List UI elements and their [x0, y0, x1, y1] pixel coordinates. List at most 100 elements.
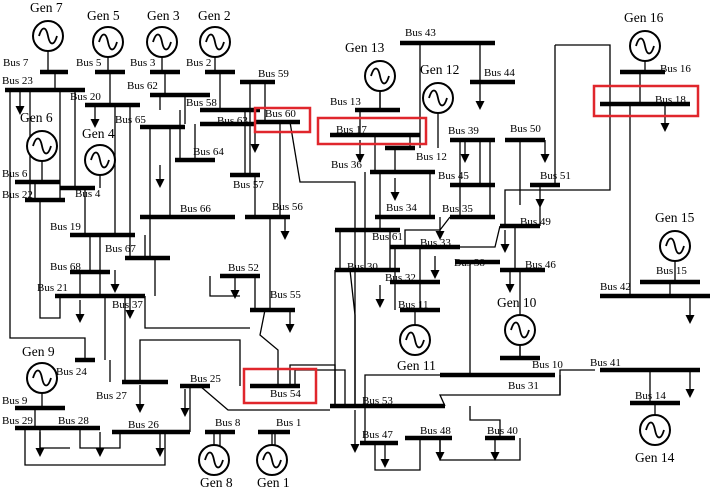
- bus-label-13: Bus 13: [330, 96, 361, 108]
- bus-label-18: Bus 18: [655, 94, 686, 106]
- bus-label-7: Bus 7: [3, 57, 29, 69]
- bus-label-10: Bus 10: [532, 359, 563, 371]
- bus-label-14: Bus 14: [635, 390, 666, 402]
- bus-label-42: Bus 42: [600, 281, 631, 293]
- generator-icon: [92, 26, 124, 72]
- generator-label-10: Gen 10: [497, 295, 537, 310]
- bus-label-47: Bus 47: [362, 429, 393, 441]
- load-arrow-icon: [350, 410, 360, 453]
- line-segment: [404, 216, 451, 247]
- line-segment: [24, 428, 166, 466]
- bus-label-53: Bus 53: [362, 395, 393, 407]
- load-arrow-icon: [285, 310, 295, 333]
- bus-label-34: Bus 34: [386, 202, 417, 214]
- line-segment: [9, 90, 86, 360]
- generator-label-3: Gen 3: [147, 8, 180, 23]
- load-arrow-icon: [250, 130, 260, 153]
- bus-label-59: Bus 59: [258, 68, 289, 80]
- generator-label-5: Gen 5: [87, 8, 120, 23]
- load-arrow-icon: [90, 105, 100, 128]
- line-segment: [294, 369, 346, 406]
- generator-icon: [256, 432, 288, 476]
- bus-label-29: Bus 29: [2, 415, 33, 427]
- load-arrow-icon: [380, 443, 390, 468]
- bus-label-50: Bus 50: [510, 123, 541, 135]
- load-arrow-icon: [430, 256, 440, 279]
- generator-label-12: Gen 12: [420, 62, 459, 77]
- bus-label-32: Bus 32: [385, 272, 416, 284]
- bus-label-5: Bus 5: [76, 57, 102, 69]
- bus-label-21: Bus 21: [37, 282, 68, 294]
- load-arrow-icon: [35, 432, 45, 457]
- bus-label-11: Bus 11: [398, 299, 428, 311]
- generator-icon: [399, 310, 431, 356]
- bus-label-44: Bus 44: [484, 67, 515, 79]
- bus-label-39: Bus 39: [448, 125, 479, 137]
- generator-label-15: Gen 15: [655, 210, 695, 225]
- bus-label-61: Bus 61: [372, 231, 403, 243]
- generator-label-4: Gen 4: [82, 126, 115, 141]
- generator-icon: [32, 20, 64, 72]
- bus-label-27: Bus 27: [96, 390, 127, 402]
- load-arrow-icon: [135, 385, 145, 413]
- load-arrow-icon: [500, 230, 510, 253]
- load-arrow-icon: [230, 276, 240, 299]
- line-segment: [460, 225, 501, 248]
- bus-label-22: Bus 22: [2, 189, 33, 201]
- bus-label-67: Bus 67: [105, 243, 136, 255]
- bus-label-48: Bus 48: [420, 425, 451, 437]
- line-segment: [144, 296, 250, 329]
- bus-label-46: Bus 46: [525, 259, 556, 271]
- bus-label-56: Bus 56: [272, 201, 303, 213]
- bus-label-57: Bus 57: [233, 179, 264, 191]
- generator-icon: [26, 362, 58, 408]
- bus-label-8: Bus 8: [215, 417, 241, 429]
- bus-label-9: Bus 9: [2, 395, 28, 407]
- bus-label-65: Bus 65: [115, 114, 146, 126]
- bus-label-33: Bus 33: [420, 237, 451, 249]
- bus-label-54: Bus 54: [270, 388, 301, 400]
- line-segment: [438, 375, 561, 407]
- load-arrow-icon: [685, 370, 695, 398]
- generator-icon: [659, 230, 691, 282]
- load-arrow-icon: [505, 270, 515, 293]
- bus-label-60: Bus 60: [265, 108, 296, 120]
- highlight-box: [253, 106, 312, 134]
- load-arrow-icon: [110, 270, 120, 293]
- bus-label-20: Bus 20: [70, 91, 101, 103]
- load-arrow-icon: [155, 165, 165, 188]
- bus-label-51: Bus 51: [540, 170, 571, 182]
- bus-label-45: Bus 45: [438, 170, 469, 182]
- bus-label-1: Bus 1: [276, 417, 301, 429]
- bus-label-37: Bus 37: [112, 299, 143, 311]
- line-segment: [439, 438, 521, 461]
- load-arrow-icon: [180, 389, 190, 417]
- bus-label-23: Bus 23: [2, 75, 33, 87]
- load-arrow-icon: [125, 296, 135, 319]
- line-segment: [199, 385, 330, 411]
- bus-label-35: Bus 35: [442, 203, 473, 215]
- generator-label-1: Gen 1: [257, 475, 290, 490]
- bus-label-52: Bus 52: [228, 262, 259, 274]
- bus-label-4: Bus 4: [75, 188, 101, 200]
- load-arrows: [15, 82, 695, 468]
- bus-label-62: Bus 62: [127, 80, 158, 92]
- bus-label-66: Bus 66: [180, 203, 211, 215]
- highlight-box: [592, 84, 700, 118]
- generator-label-14: Gen 14: [635, 450, 675, 465]
- generator-label-8: Gen 8: [200, 475, 233, 490]
- generator-label-16: Gen 16: [624, 10, 664, 25]
- bus-bars: [5, 40, 710, 446]
- bus-label-64: Bus 64: [193, 146, 224, 158]
- load-arrow-icon: [535, 185, 545, 208]
- line-segment: [374, 438, 421, 471]
- line-segment: [209, 276, 240, 297]
- load-arrow-icon: [490, 438, 500, 461]
- bus-label-26: Bus 26: [128, 419, 159, 431]
- line-segment: [504, 44, 611, 226]
- bus-label-68: Bus 68: [50, 261, 81, 273]
- generator-icon: [84, 144, 116, 188]
- generator-label-9: Gen 9: [22, 344, 55, 359]
- bus-label-19: Bus 19: [50, 221, 81, 233]
- load-arrow-icon: [660, 104, 670, 132]
